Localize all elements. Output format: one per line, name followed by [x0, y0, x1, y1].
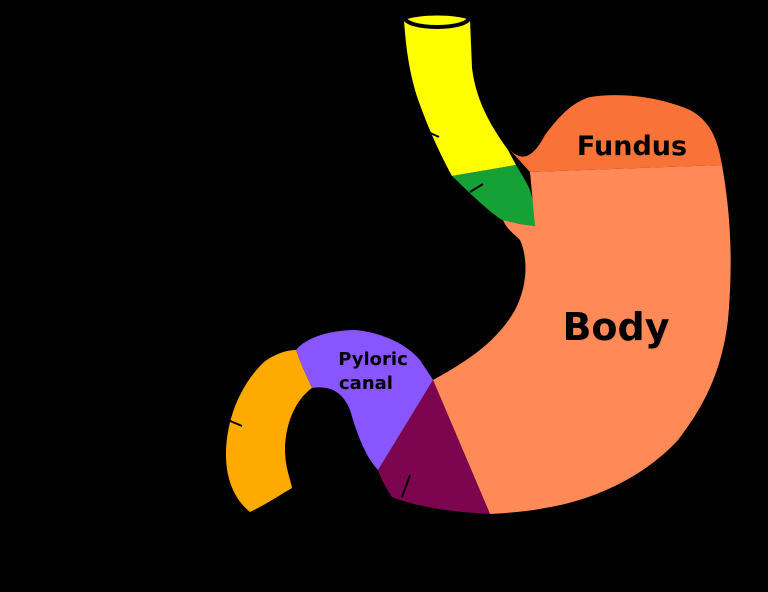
cardia-tick — [469, 183, 484, 193]
fundus-region — [510, 95, 722, 172]
duodenum-tick — [227, 419, 243, 427]
pyloric-antrum-region — [378, 380, 490, 514]
body-region — [433, 165, 731, 514]
body-label: Body — [562, 305, 669, 349]
esophagus-tick — [427, 131, 440, 138]
cardia-region — [452, 165, 536, 226]
antrum-tick — [401, 474, 411, 498]
pyloric-canal-label-line-2: canal — [339, 373, 393, 394]
esophagus-region — [404, 15, 516, 176]
pyloric-canal-label-line-1: Pyloric — [338, 349, 408, 370]
duodenum-region — [226, 350, 312, 512]
pyloric-canal-region — [296, 330, 433, 470]
esophagus-opening — [403, 7, 471, 29]
fundus-label: Fundus — [577, 131, 687, 162]
